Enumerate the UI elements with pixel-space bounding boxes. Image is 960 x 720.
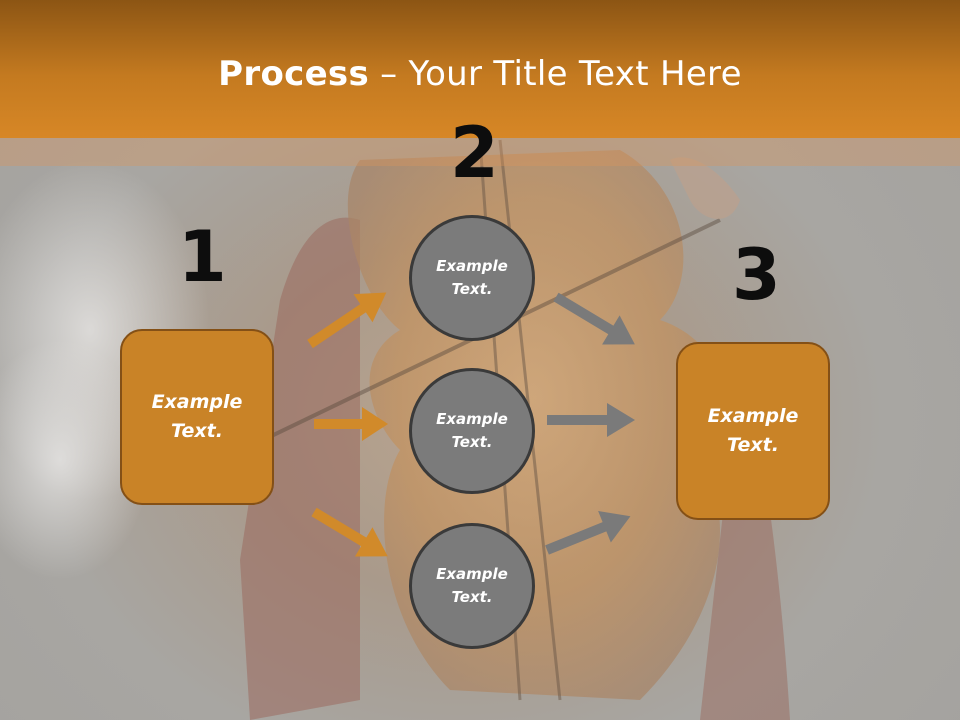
orange-arrows xyxy=(307,292,388,557)
circle-top-label: Example Text. xyxy=(436,257,508,298)
step-number-1: 1 xyxy=(178,216,227,298)
title-bold: Process xyxy=(218,54,370,94)
slide-title: Process – Your Title Text Here xyxy=(0,52,960,96)
arrow-to-middle-circle xyxy=(314,407,388,441)
circle-middle-label: Example Text. xyxy=(436,410,508,451)
arrow-from-bottom-circle xyxy=(545,511,631,555)
title-bar-strip xyxy=(0,138,960,166)
start-box-label: Example Text. xyxy=(151,391,243,442)
arrow-to-top-circle xyxy=(307,292,387,349)
circle-bottom-label: Example Text. xyxy=(436,565,508,606)
arrow-to-bottom-circle xyxy=(311,507,388,557)
end-box-label: Example Text. xyxy=(707,405,799,456)
process-circle-top: Example Text. xyxy=(409,215,535,341)
title-bar xyxy=(0,0,960,138)
step-number-3: 3 xyxy=(732,234,781,316)
arrow-from-middle-circle xyxy=(547,403,635,437)
title-rest: – Your Title Text Here xyxy=(369,54,742,94)
process-circle-bottom: Example Text. xyxy=(409,523,535,649)
arrow-from-top-circle xyxy=(553,292,635,345)
step-number-2: 2 xyxy=(450,112,499,194)
process-circle-middle: Example Text. xyxy=(409,368,535,494)
start-box: Example Text. xyxy=(120,329,274,505)
gray-arrows xyxy=(545,292,635,555)
end-box: Example Text. xyxy=(676,342,830,520)
